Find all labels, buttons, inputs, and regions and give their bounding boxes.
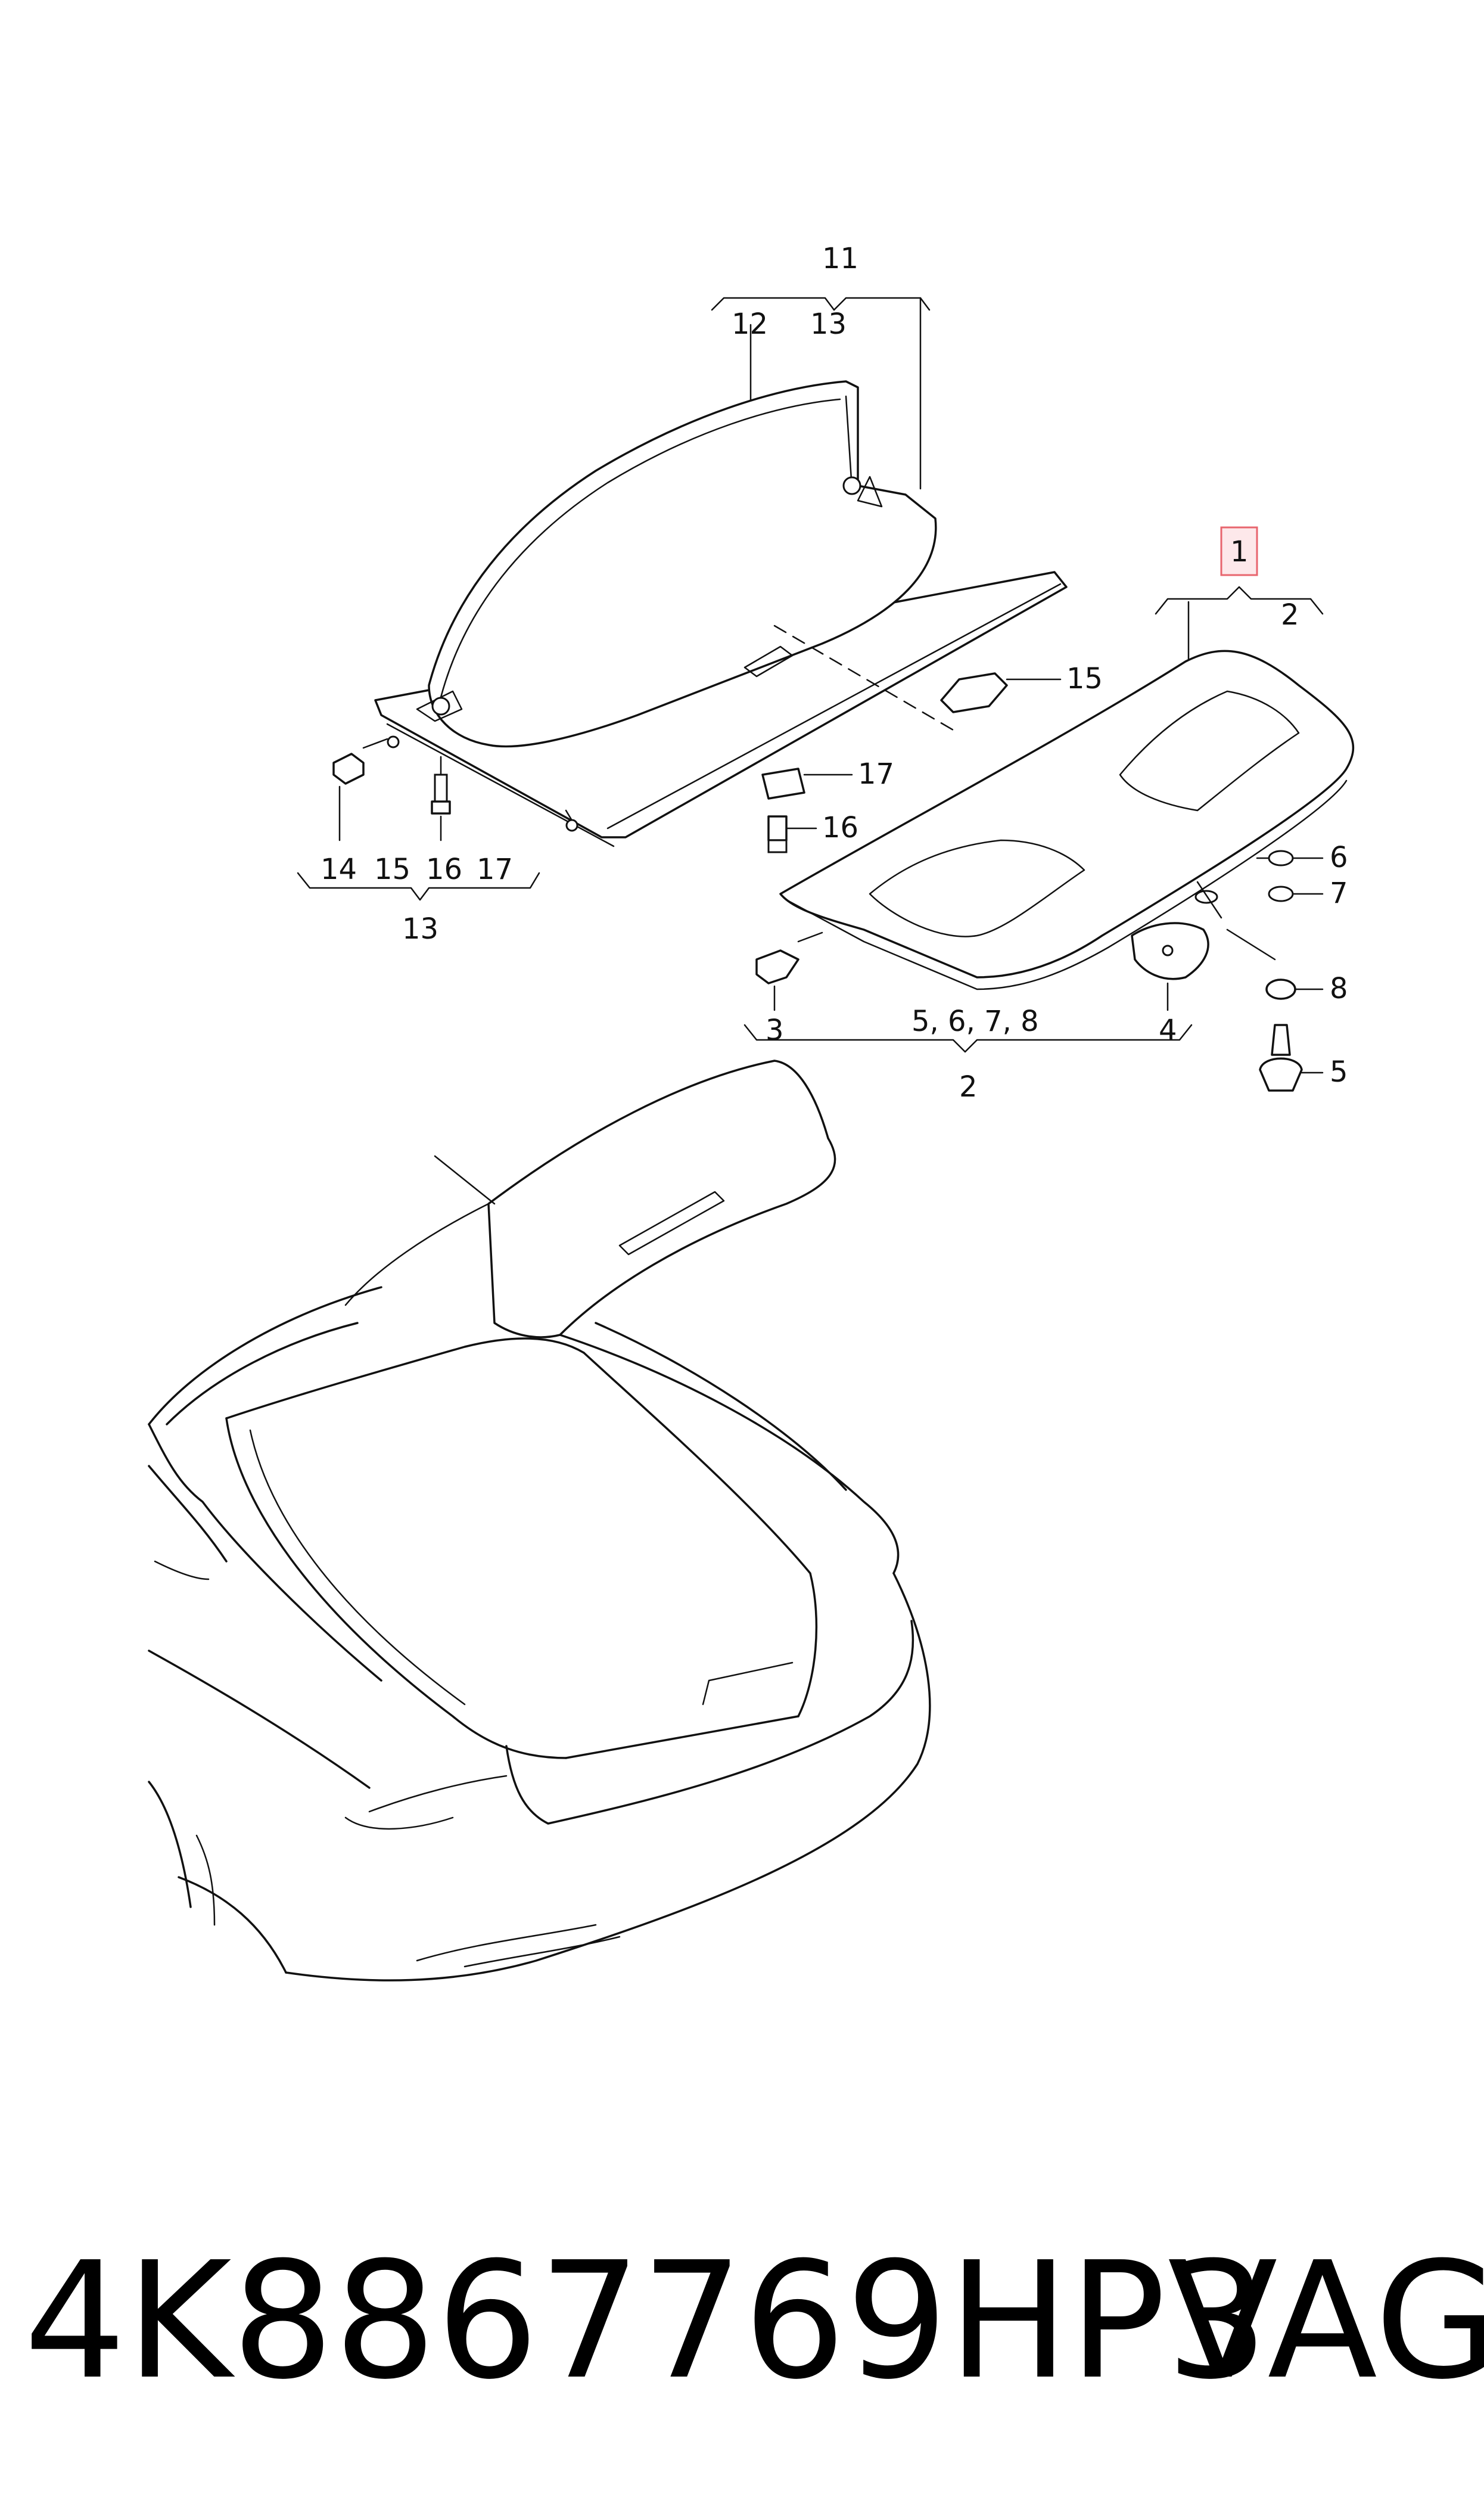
callout-group-11: 11 12 13 (711, 242, 931, 490)
part-number-text: 4K8867769HP3 (24, 2227, 1268, 2415)
brand-text: VAG (1168, 2227, 1484, 2415)
parcel-shelf: 6 7 8 5 3 5, 6, 7, 8 4 2 (743, 650, 1355, 1104)
callout-16-left: 16 (426, 853, 462, 886)
callout-15-right: 15 (1066, 662, 1103, 695)
vehicle-rear-illustration (148, 1060, 931, 1981)
callout-7: 7 (1330, 877, 1348, 910)
callout-2-bottom: 2 (959, 1070, 978, 1104)
callout-17-right: 17 (858, 757, 894, 791)
callout-13-top: 13 (810, 308, 847, 341)
callout-13-bottom: 13 (402, 912, 438, 946)
callout-2-top: 2 (1281, 598, 1299, 632)
callout-17-left: 17 (477, 853, 513, 886)
callout-group-1: 1 2 (1155, 526, 1324, 663)
callout-15-left: 15 (374, 853, 410, 886)
callout-1-highlight (1220, 526, 1258, 576)
callout-3: 3 (766, 1014, 784, 1047)
callout-11: 11 (822, 242, 858, 275)
leader-dashed (773, 625, 954, 731)
callout-5678: 5, 6, 7, 8 (911, 1005, 1039, 1038)
callout-4: 4 (1159, 1014, 1177, 1047)
callout-8: 8 (1330, 972, 1348, 1005)
luggage-cover-assembly (374, 380, 1068, 847)
cover-hardware: 15 17 16 14 15 16 17 13 (297, 662, 1103, 946)
callout-16-right: 16 (822, 811, 858, 844)
callout-14: 14 (321, 853, 357, 886)
callout-1: 1 (1230, 535, 1249, 569)
callout-12: 12 (732, 308, 768, 341)
callout-5: 5 (1330, 1055, 1348, 1089)
callout-6: 6 (1330, 841, 1348, 874)
